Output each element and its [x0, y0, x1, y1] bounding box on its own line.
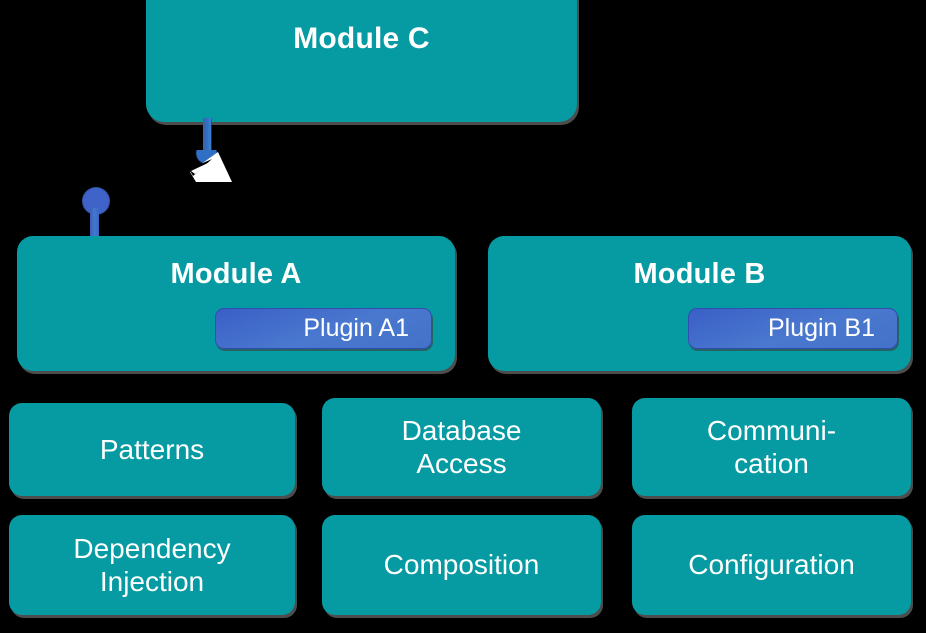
module-b-label: Module B: [633, 258, 766, 290]
plugin-chip-b1[interactable]: Plugin B1: [688, 308, 898, 349]
concept-tile-composition[interactable]: Composition: [322, 515, 601, 615]
module-a-label: Module A: [170, 258, 302, 290]
module-c-label: Module C: [293, 22, 430, 55]
module-node-b[interactable]: Module B: [488, 236, 911, 371]
concept-tile-patterns[interactable]: Patterns: [9, 403, 295, 496]
connector-from-module-c[interactable]: [203, 118, 211, 164]
connector-to-module-a[interactable]: [90, 208, 99, 240]
plugin-a1-label: Plugin A1: [303, 314, 409, 342]
concept-tile-dependency-injection[interactable]: Dependency Injection: [9, 515, 295, 615]
module-node-c[interactable]: Module C: [146, 0, 577, 122]
mouse-pointer-icon: [188, 150, 234, 182]
plugin-chip-a1[interactable]: Plugin A1: [215, 308, 432, 349]
concept-tile-database-access[interactable]: Database Access: [322, 398, 601, 496]
concept-tile-communication[interactable]: Communi- cation: [632, 398, 911, 496]
concept-tile-configuration[interactable]: Configuration: [632, 515, 911, 615]
module-node-a[interactable]: Module A: [17, 236, 455, 371]
plugin-b1-label: Plugin B1: [767, 314, 875, 342]
